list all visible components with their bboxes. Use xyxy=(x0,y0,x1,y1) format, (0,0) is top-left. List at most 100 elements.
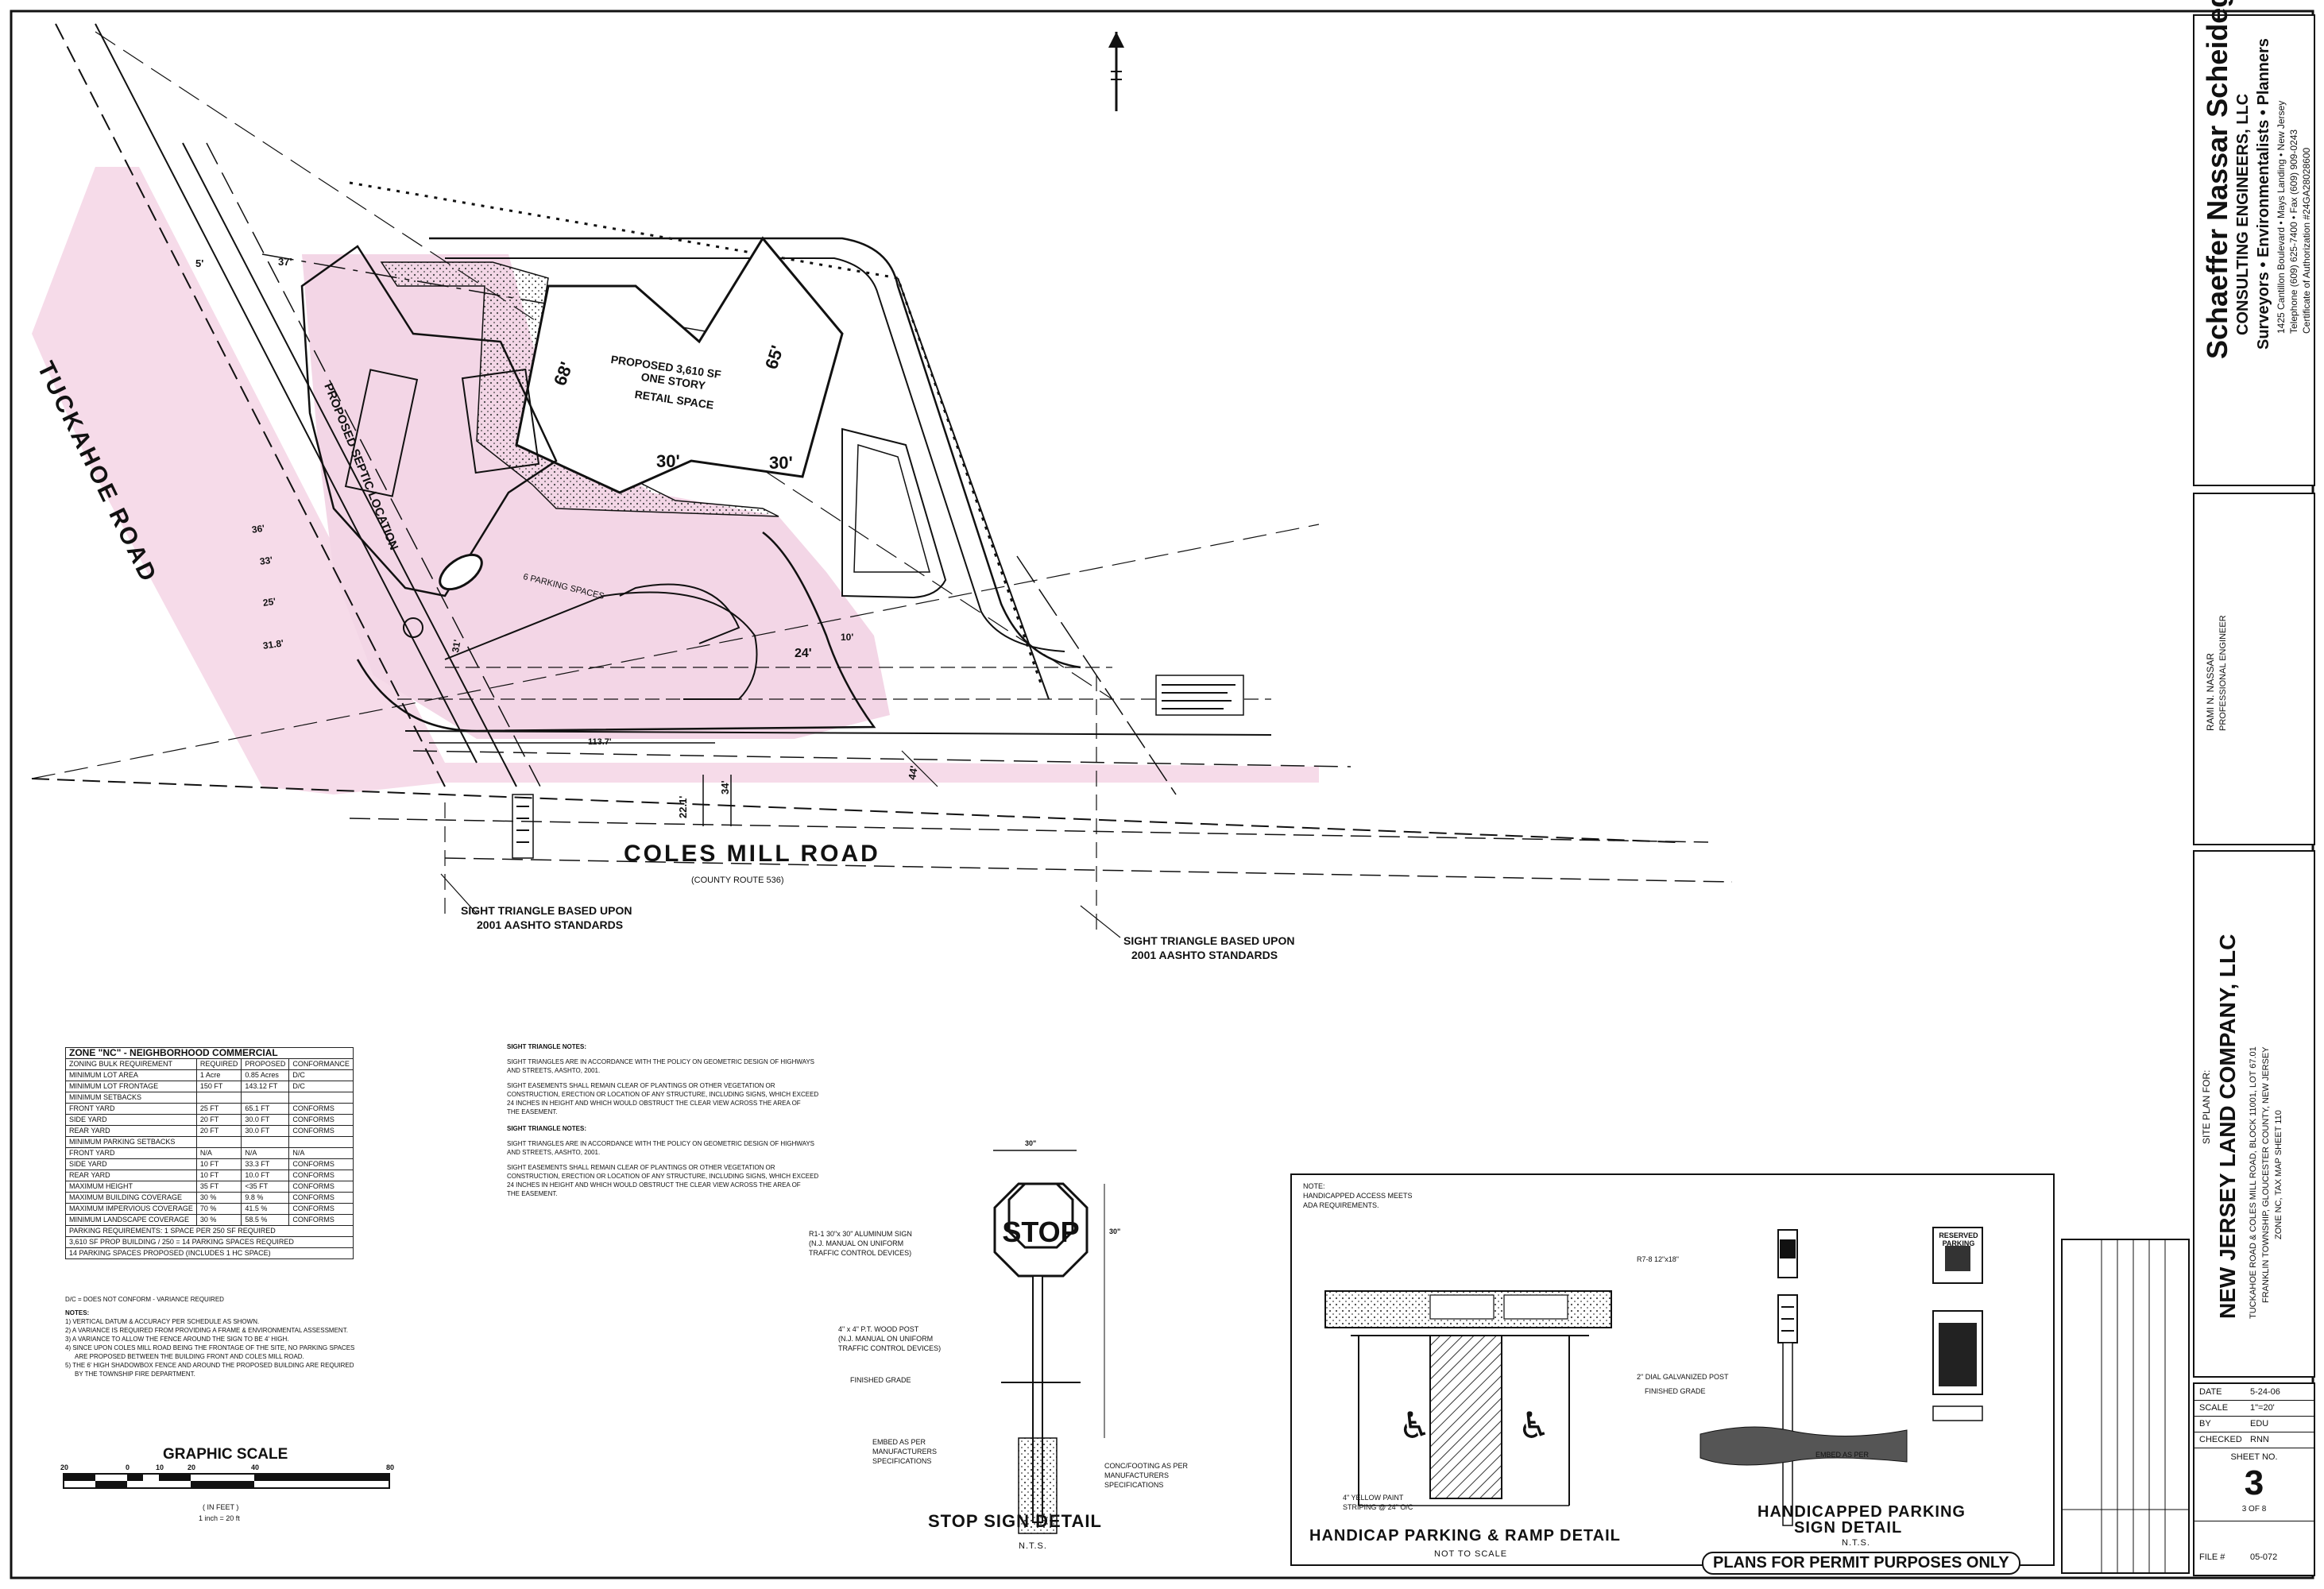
sight-note-line: SIGHT EASEMENTS SHALL REMAIN CLEAR OF PL… xyxy=(507,1164,775,1171)
project-location-2: FRANKLIN TOWNSHIP, GLOUCESTER COUNTY, NE… xyxy=(2261,1046,2271,1303)
dim-22: 22.1' xyxy=(677,795,689,818)
zone-bulk-table: ZONE "NC" - NEIGHBORHOOD COMMERCIAL ZONI… xyxy=(65,1047,354,1259)
stop-note-sign-3: TRAFFIC CONTROL DEVICES) xyxy=(809,1249,912,1257)
revision-block xyxy=(2061,1239,2190,1574)
checked-value: RNN xyxy=(2250,1435,2269,1444)
table-cell: D/C xyxy=(288,1069,354,1081)
dim-113: 113.7' xyxy=(588,737,612,747)
graphic-scale-title: GRAPHIC SCALE xyxy=(163,1446,288,1463)
table-cell xyxy=(288,1136,354,1148)
table-cell: CONFORMS xyxy=(288,1170,354,1181)
table-cell xyxy=(288,1092,354,1104)
table-cell: 30 % xyxy=(195,1192,242,1204)
hc-ramp-detail-title: HANDICAP PARKING & RAMP DETAIL xyxy=(1309,1527,1621,1545)
table-cell: REAR YARD xyxy=(65,1125,197,1137)
table-cell: MINIMUM LOT AREA xyxy=(65,1069,197,1081)
table-cell: 70 % xyxy=(195,1203,242,1215)
firm-name-3: Surveyors • Environmentalists • Planners xyxy=(2255,38,2272,350)
table-cell: 30 % xyxy=(195,1214,242,1226)
sight-note-line: THE EASEMENT. xyxy=(507,1108,558,1115)
graphic-scale-bar xyxy=(63,1473,390,1489)
scale-value: 1"=20' xyxy=(2250,1403,2275,1413)
dim-30b: 30' xyxy=(769,453,793,473)
zone-header: PROPOSED xyxy=(241,1058,290,1070)
dim-10: 10' xyxy=(841,632,854,643)
stop-embed-3: SPECIFICATIONS xyxy=(872,1457,932,1465)
sheet-of: 3 OF 8 xyxy=(2241,1505,2267,1514)
svg-text:♿: ♿ xyxy=(1518,1404,1550,1447)
note-2: 2) A VARIANCE IS REQUIRED FROM PROVIDING… xyxy=(65,1327,348,1334)
firm-name-4: 1425 Cantillon Boulevard • Mays Landing … xyxy=(2276,100,2287,334)
table-cell: N/A xyxy=(195,1147,242,1159)
zone-header: REQUIRED xyxy=(195,1058,242,1070)
stop-note-post: 4" x 4" P.T. WOOD POST xyxy=(838,1325,919,1333)
stop-conc: CONC/FOOTING AS PER xyxy=(1104,1462,1189,1470)
sight-triangle-label-1: SIGHT TRIANGLE BASED UPON xyxy=(461,904,632,917)
zone-footer-2: 3,610 SF PROP BUILDING / 250 = 14 PARKIN… xyxy=(65,1236,354,1248)
sight-note-line: 24 INCHES IN HEIGHT AND WHICH WOULD OBST… xyxy=(507,1181,801,1189)
table-cell: 10 FT xyxy=(195,1158,242,1170)
table-cell xyxy=(241,1092,290,1104)
table-cell: MINIMUM SETBACKS xyxy=(65,1092,197,1104)
scale-tick: 40 xyxy=(251,1463,260,1471)
dim-5: 5' xyxy=(195,257,204,269)
checked-label: CHECKED xyxy=(2199,1435,2242,1444)
stop-embed: EMBED AS PER xyxy=(872,1438,926,1446)
title-block-engineer xyxy=(2193,493,2315,845)
dim-25: 25' xyxy=(262,595,276,609)
sight-triangle-notes: SIGHT TRIANGLE NOTES: SIGHT TRIANGLES AR… xyxy=(507,1042,818,1198)
dim-37: 37' xyxy=(278,256,292,268)
table-cell: 10.0 FT xyxy=(241,1170,290,1181)
stop-finish-grade: FINISHED GRADE xyxy=(850,1376,911,1384)
table-cell: 20 FT xyxy=(195,1125,242,1137)
table-cell: 9.8 % xyxy=(241,1192,290,1204)
permit-banner: PLANS FOR PERMIT PURPOSES ONLY xyxy=(1702,1552,2020,1575)
date-label: DATE xyxy=(2199,1387,2222,1397)
hc-note: NOTE: xyxy=(1303,1182,1325,1190)
zone-footer-3: 14 PARKING SPACES PROPOSED (INCLUDES 1 H… xyxy=(65,1247,354,1259)
firm-name: Schaeffer Nassar Scheidegg xyxy=(2201,0,2233,359)
sight-note-line: SIGHT EASEMENTS SHALL REMAIN CLEAR OF PL… xyxy=(507,1082,775,1089)
zone-notes: D/C = DOES NOT CONFORM - VARIANCE REQUIR… xyxy=(65,1295,354,1378)
stop-height: 30" xyxy=(1109,1228,1121,1235)
sight-note-line: CONSTRUCTION, ERECTION OR LOCATION OF AN… xyxy=(507,1173,819,1180)
by-label: BY xyxy=(2199,1419,2211,1429)
sight-triangle-label-1b: 2001 AASHTO STANDARDS xyxy=(477,918,624,931)
scale-tick: 0 xyxy=(126,1463,130,1471)
table-cell: 41.5 % xyxy=(241,1203,290,1215)
table-cell: CONFORMS xyxy=(288,1103,354,1115)
stop-note-post-3: TRAFFIC CONTROL DEVICES) xyxy=(838,1344,942,1352)
file-value: 05-072 xyxy=(2250,1552,2278,1562)
hc-note-2: HANDICAPPED ACCESS MEETS xyxy=(1303,1192,1413,1200)
table-cell: CONFORMS xyxy=(288,1114,354,1126)
sight-note-line: SIGHT TRIANGLES ARE IN ACCORDANCE WITH T… xyxy=(507,1140,815,1147)
zone-header: CONFORMANCE xyxy=(288,1058,354,1070)
dim-24: 24' xyxy=(795,647,812,660)
svg-text:♿: ♿ xyxy=(1398,1404,1431,1447)
zone-header: ZONING BULK REQUIREMENT xyxy=(65,1058,197,1070)
hc-post: 2" DIAL GALVANIZED POST xyxy=(1637,1373,1729,1381)
plan-for: SITE PLAN FOR: xyxy=(2201,1069,2212,1144)
table-cell: N/A xyxy=(288,1147,354,1159)
hc-stripe: 4" YELLOW PAINT xyxy=(1343,1494,1404,1502)
coles-mill-road-label: COLES MILL ROAD xyxy=(624,841,880,867)
note-heading: NOTES: xyxy=(65,1309,90,1316)
table-cell: 143.12 FT xyxy=(241,1081,290,1092)
stop-note-post-2: (N.J. MANUAL ON UNIFORM xyxy=(838,1335,934,1343)
note-3: 3) A VARIANCE TO ALLOW THE FENCE AROUND … xyxy=(65,1336,289,1343)
project-location-3: ZONE NC, TAX MAP SHEET 110 xyxy=(2274,1110,2283,1239)
table-cell xyxy=(195,1092,242,1104)
engineer-title: PROFESSIONAL ENGINEER xyxy=(2218,615,2228,731)
firm-name-5: Telephone (609) 625-7400 • Fax (609) 909… xyxy=(2288,129,2299,334)
dim-31: 31' xyxy=(450,639,463,654)
dim-34: 34' xyxy=(719,780,731,794)
stop-embed-2: MANUFACTURERS xyxy=(872,1448,938,1456)
sight-notes-heading-2: SIGHT TRIANGLE NOTES: xyxy=(507,1125,586,1132)
